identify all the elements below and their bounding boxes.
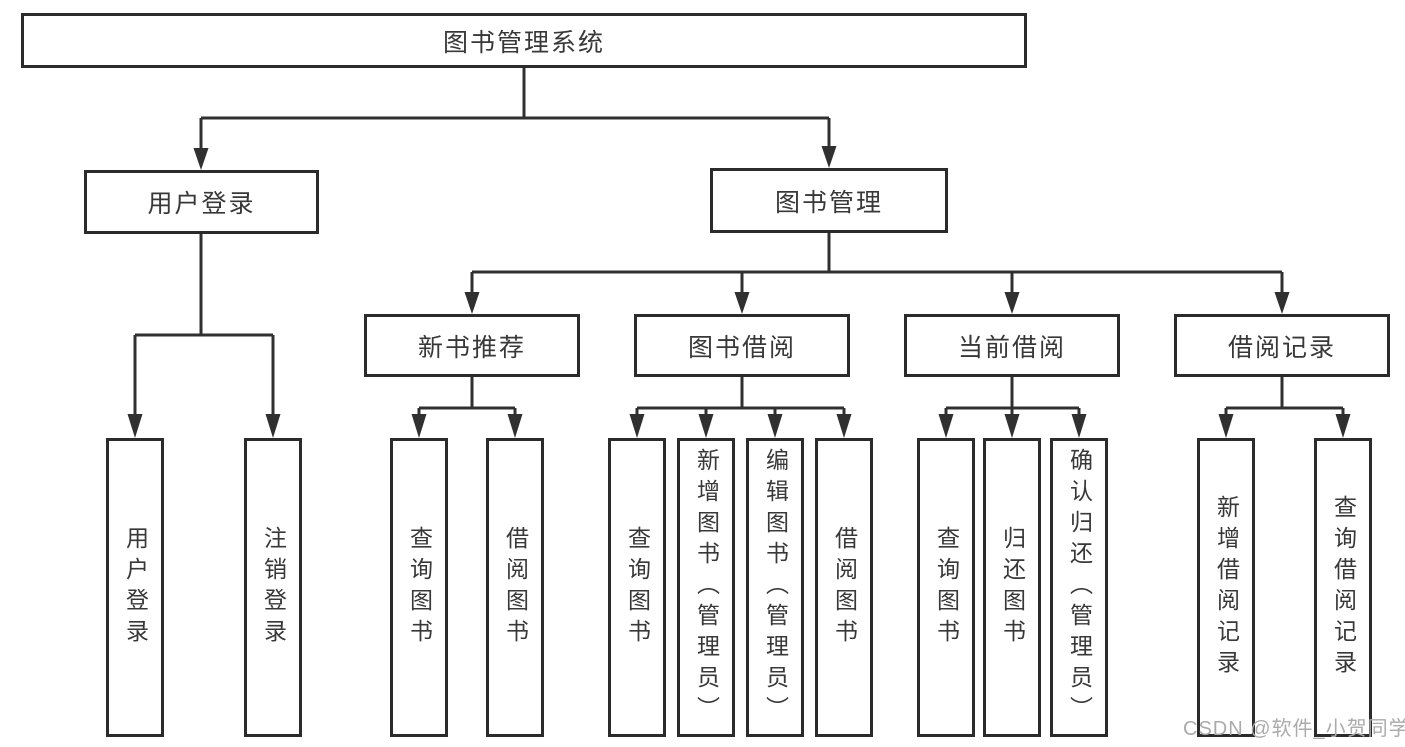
node-user-login: 用户登录 bbox=[84, 170, 319, 234]
leaf-query-books-recommend: 查询图书 bbox=[390, 438, 448, 737]
leaf-borrow-books-recommend: 借阅图书 bbox=[486, 438, 544, 737]
node-book-management: 图书管理 bbox=[710, 168, 948, 233]
arrow-down-icon bbox=[734, 292, 750, 314]
arrow-down-icon bbox=[464, 292, 480, 314]
leaf-return-books: 归还图书 bbox=[983, 438, 1041, 737]
arrow-down-icon bbox=[1335, 414, 1351, 438]
edge-userlogin-to-leaves bbox=[133, 234, 275, 416]
node-new-book-recommend: 新书推荐 bbox=[364, 314, 580, 377]
arrow-down-icon bbox=[1274, 292, 1290, 314]
leaf-query-books-current: 查询图书 bbox=[917, 438, 975, 737]
edge-bookmgmt-to-level2 bbox=[470, 233, 1284, 294]
edge-currentborrow-to-leaves bbox=[944, 377, 1081, 416]
edge-root-to-level1 bbox=[199, 68, 831, 150]
leaf-borrow-books: 借阅图书 bbox=[815, 438, 873, 737]
edge-borrowrecords-to-leaves bbox=[1224, 377, 1345, 416]
leaf-confirm-return-admin: 确认归还（管理员） bbox=[1050, 438, 1108, 737]
arrow-down-icon bbox=[507, 414, 523, 438]
arrow-down-icon bbox=[836, 414, 852, 438]
arrowheads bbox=[127, 146, 1351, 438]
arrow-down-icon bbox=[411, 414, 427, 438]
arrow-down-icon bbox=[1218, 414, 1234, 438]
arrow-down-icon bbox=[127, 414, 143, 438]
arrow-down-icon bbox=[821, 146, 837, 168]
leaf-user-login: 用户登录 bbox=[106, 438, 164, 737]
arrow-down-icon bbox=[1004, 292, 1020, 314]
arrow-down-icon bbox=[1071, 414, 1087, 438]
node-root: 图书管理系统 bbox=[21, 13, 1027, 68]
leaf-query-books-borrow: 查询图书 bbox=[608, 438, 666, 737]
leaf-edit-books-admin: 编辑图书（管理员） bbox=[746, 438, 804, 737]
arrow-down-icon bbox=[265, 414, 281, 438]
node-borrow-records: 借阅记录 bbox=[1174, 314, 1390, 377]
leaf-query-borrow-record: 查询借阅记录 bbox=[1314, 438, 1372, 737]
edge-newbook-to-leaves bbox=[417, 377, 517, 416]
arrow-down-icon bbox=[629, 414, 645, 438]
edge-bookborrow-to-leaves bbox=[635, 377, 846, 416]
leaf-add-books-admin: 新增图书（管理员） bbox=[677, 438, 735, 737]
watermark: CSDN @软件_小贺同学 bbox=[1183, 718, 1405, 740]
node-book-borrow: 图书借阅 bbox=[634, 314, 850, 377]
node-current-borrow: 当前借阅 bbox=[904, 314, 1120, 377]
arrow-down-icon bbox=[193, 148, 209, 170]
leaf-logout: 注销登录 bbox=[244, 438, 302, 737]
arrow-down-icon bbox=[1004, 414, 1020, 438]
arrow-down-icon bbox=[767, 414, 783, 438]
arrow-down-icon bbox=[698, 414, 714, 438]
leaf-add-borrow-record: 新增借阅记录 bbox=[1197, 438, 1255, 737]
connector-edges bbox=[133, 68, 1345, 416]
arrow-down-icon bbox=[938, 414, 954, 438]
